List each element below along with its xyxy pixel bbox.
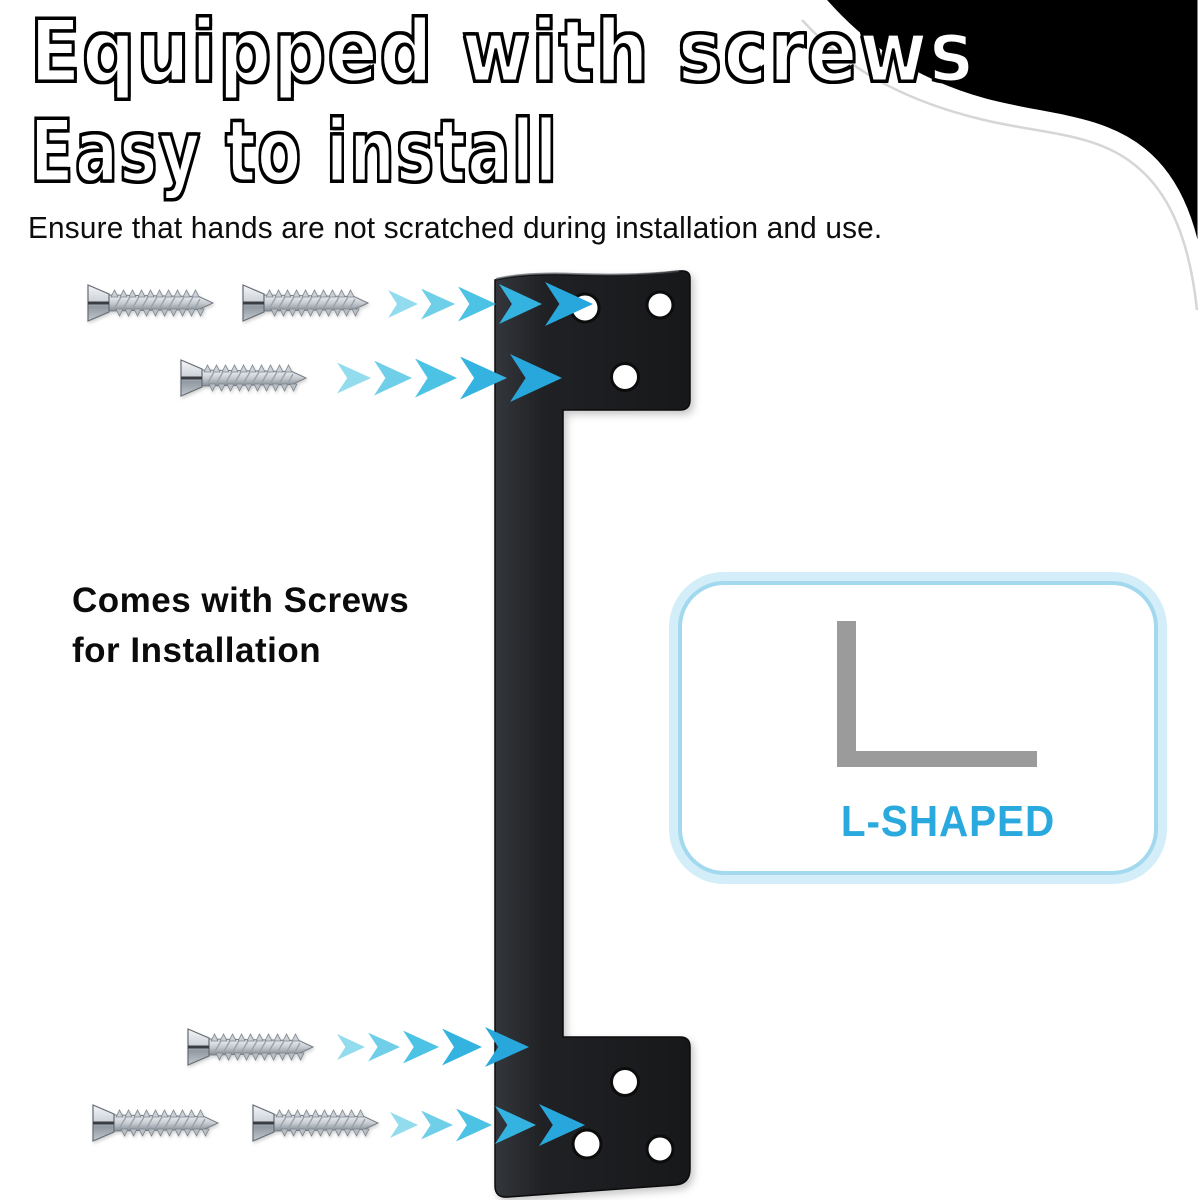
screw-hole (610, 362, 640, 392)
screw-icon (186, 1027, 315, 1067)
chevron-arrow-icon (337, 362, 371, 394)
l-shape-label: L-SHAPED (840, 797, 1056, 846)
subtitle: Ensure that hands are not scratched duri… (28, 210, 883, 245)
annotation-line2: for Installation (72, 631, 322, 670)
screw-hole (571, 1128, 603, 1160)
chevron-arrow-icon (374, 360, 412, 396)
annotation-line1: Comes with Screws (72, 581, 410, 620)
screw-icon (86, 283, 215, 323)
chevron-arrow-icon (495, 1106, 536, 1144)
chevron-arrow-icon (415, 358, 457, 398)
headline-line1: Equipped with screws (29, 1, 975, 104)
screw-hole (645, 1134, 675, 1164)
arrow-row (388, 282, 593, 326)
headline-line2: Easy to install (29, 101, 559, 204)
chevron-arrow-icon (460, 356, 507, 400)
headline: Equipped with screws Easy to install (29, 1, 1129, 204)
chevron-arrow-icon (456, 1108, 492, 1142)
chevron-arrow-icon (403, 1030, 439, 1064)
chevron-arrow-icon (337, 1034, 365, 1060)
bracket-top-highlight (495, 270, 680, 280)
l-shape-card: L-SHAPED (678, 581, 1158, 875)
screw-icon (179, 358, 308, 398)
chevron-arrow-icon (510, 354, 562, 402)
arrow-row (390, 1104, 585, 1146)
screw-hole (645, 290, 675, 320)
chevron-arrow-icon (421, 288, 455, 320)
l-shape-icon (837, 621, 856, 767)
chevron-arrow-icon (421, 1110, 453, 1140)
screw-icon (251, 1103, 380, 1143)
screw-icon (91, 1103, 220, 1143)
chevron-arrow-icon (368, 1032, 400, 1062)
chevron-arrow-icon (390, 1112, 418, 1138)
chevron-arrow-icon (442, 1028, 482, 1066)
chevron-arrow-icon (388, 290, 418, 318)
chevron-arrow-icon (458, 286, 496, 322)
l-shape-icon (837, 751, 1037, 767)
chevron-arrow-icon (545, 282, 593, 326)
arrow-row (337, 354, 562, 402)
chevron-arrow-icon (485, 1027, 529, 1067)
screw-icon (241, 283, 370, 323)
screw-hole (610, 1067, 640, 1097)
arrow-row (337, 1027, 529, 1067)
l-shaped-door-bracket (494, 270, 691, 1198)
annotation: Comes with Screws for Installation (72, 576, 409, 676)
chevron-arrow-icon (499, 284, 542, 324)
chevron-arrow-icon (539, 1104, 585, 1146)
